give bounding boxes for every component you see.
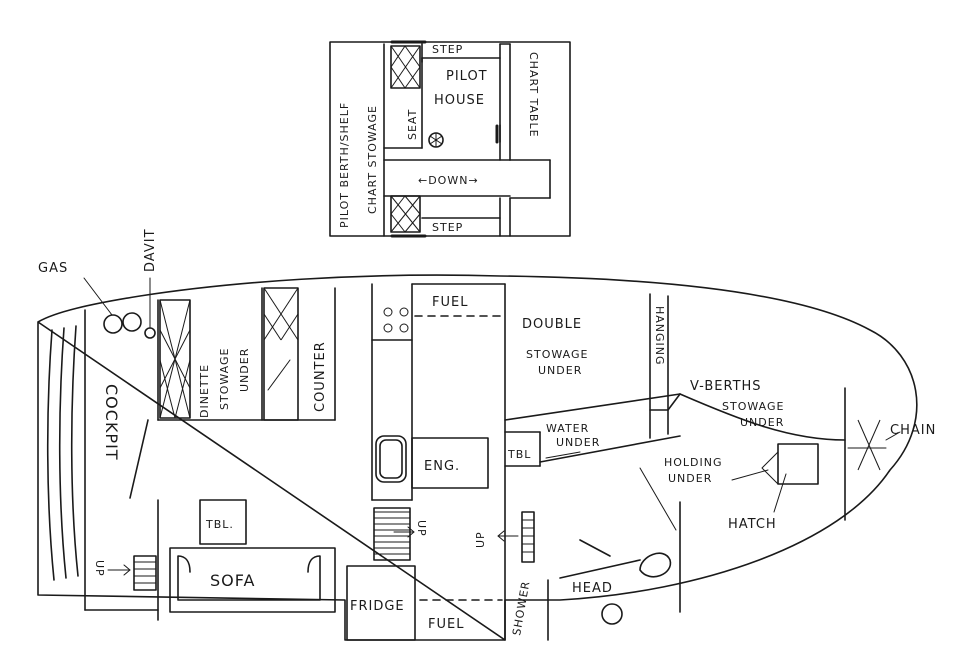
companion-steps-icon [133,555,157,591]
forward-steps [521,511,535,563]
label-step-bottom: STEP [432,221,463,234]
engine-box [411,437,489,489]
label-shower: SHOWER [510,580,532,637]
fridge-box [346,565,416,641]
counter-hatch [263,287,299,421]
stove-burner-icon [383,307,393,317]
label-fuel-top: FUEL [432,295,468,310]
davit-post-icon [144,327,156,339]
label-v-under: UNDER [740,416,784,429]
label-tbl-small: TBL [507,448,531,461]
galley-steps [373,507,411,561]
label-up-right: UP [474,531,487,548]
label-double: DOUBLE [522,317,582,332]
label-chart-stowage: CHART STOWAGE [366,105,379,214]
label-up-mid: UP [415,520,428,537]
label-dinette: DINETTE [198,364,211,418]
label-down: ←DOWN→ [418,174,479,187]
label-seat: SEAT [406,109,419,140]
gas-bottle-2-icon [122,312,142,332]
hull-plan [37,274,918,641]
stove-burner-icon [383,323,393,333]
label-double-stowage: STOWAGE [526,348,588,361]
label-davit: DAVIT [143,228,158,272]
label-chart-table: CHART TABLE [527,52,540,138]
label-house: HOUSE [434,93,485,108]
label-cockpit: COCKPIT [102,384,121,461]
label-tbl: TBL. [205,518,234,531]
hatch-box [777,443,819,485]
label-hanging: HANGING [653,306,666,366]
label-eng: ENG. [424,459,460,474]
sofa-outline [169,547,336,613]
label-fuel-bottom: FUEL [428,617,464,632]
label-head: HEAD [572,581,613,596]
label-gas: GAS [38,261,68,276]
label-v-berths: V-BERTHS [690,379,762,394]
label-dinette-stowage: STOWAGE [218,348,231,410]
label-water-under: UNDER [556,436,600,449]
stove-burner-icon [399,307,409,317]
label-pilot-berth: PILOT BERTH/SHELF [338,102,351,228]
saloon-table [199,499,247,545]
hull-outline [37,274,918,641]
toilet-icon [639,552,672,578]
label-water: WATER [546,422,589,435]
label-fridge: FRIDGE [350,599,405,614]
label-dinette-under: UNDER [238,348,251,392]
pilot-house-outline [329,41,571,237]
galley-sink-basin [379,439,403,479]
label-chain: CHAIN [890,423,936,438]
label-sofa: SOFA [210,571,255,590]
gas-bottle-1-icon [103,314,123,334]
label-v-stowage: STOWAGE [722,400,784,413]
label-step-top: STEP [432,43,463,56]
label-double-under: UNDER [538,364,582,377]
stove-burner-icon [399,323,409,333]
label-holding: HOLDING [664,456,723,469]
basin-icon [601,603,623,625]
label-counter: COUNTER [313,341,328,412]
labels: STEP STEP PILOT HOUSE CHART TABLE SEAT P… [38,43,936,637]
pilot-house-plan [329,40,571,238]
label-holding-under: UNDER [668,472,712,485]
galley-sink [375,435,407,483]
label-up-left: UP [93,560,106,577]
label-hatch: HATCH [728,517,777,532]
label-pilot: PILOT [446,69,488,84]
